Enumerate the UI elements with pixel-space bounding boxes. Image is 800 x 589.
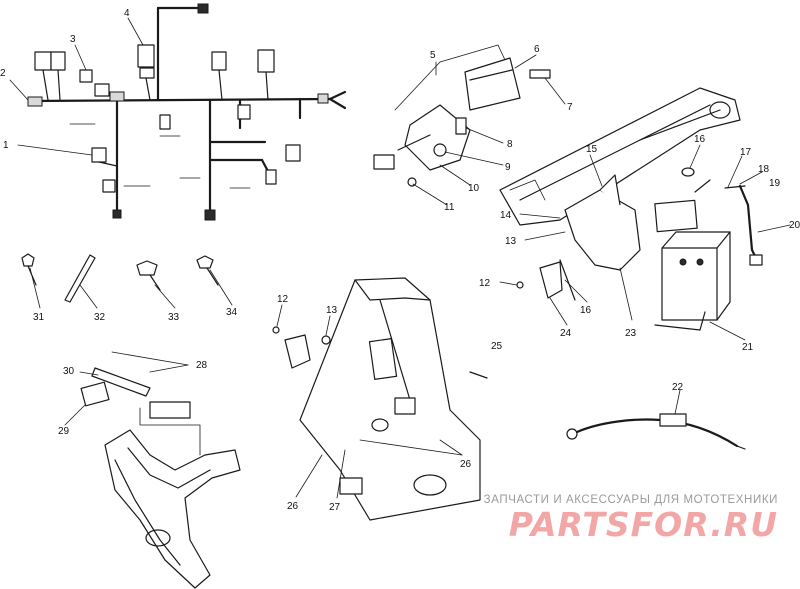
center-mounting-panel (272, 277, 488, 521)
watermark-logo: PARTSFOR.RU (508, 505, 778, 544)
loose-connectors (21, 253, 219, 303)
leader-lines (9, 17, 791, 499)
callout-32: 32 (94, 312, 106, 323)
callout-8: 8 (507, 139, 513, 150)
callout-24: 24 (560, 328, 572, 339)
wiring-harness (27, 3, 347, 221)
callout-28: 28 (196, 360, 208, 371)
lower-left-frame (80, 367, 241, 589)
callout-25: 25 (491, 341, 503, 352)
callout-19: 19 (769, 178, 781, 189)
callout-3: 3 (70, 34, 76, 45)
callout-31: 31 (33, 312, 45, 323)
watermark-caption: ЗАПЧАСТИ И АКСЕССУАРЫ ДЛЯ МОТОТЕХНИКИ (483, 494, 778, 506)
callout-34: 34 (226, 307, 238, 318)
callout-22: 22 (672, 382, 684, 393)
callout-4: 4 (124, 8, 130, 19)
callout-10: 10 (468, 183, 480, 194)
callout-17: 17 (740, 147, 752, 158)
callout-18: 18 (758, 164, 770, 175)
callout-12a: 12 (479, 278, 491, 289)
callout-1: 1 (3, 140, 9, 151)
callout-13a: 13 (505, 236, 517, 247)
callout-16a: 16 (694, 134, 706, 145)
frame-and-battery (499, 87, 763, 331)
callout-16b: 16 (580, 305, 592, 316)
callout-2: 2 (0, 68, 6, 79)
callout-26b: 26 (287, 501, 299, 512)
callout-labels: 1 2 3 4 5 6 7 8 9 10 11 12 13 14 15 16 1… (0, 8, 800, 513)
callout-15: 15 (586, 144, 598, 155)
watermark: ЗАПЧАСТИ И АКСЕССУАРЫ ДЛЯ МОТОТЕХНИКИ PA… (478, 494, 778, 544)
callout-5: 5 (430, 50, 436, 61)
callout-23: 23 (625, 328, 637, 339)
callout-13b: 13 (326, 305, 338, 316)
callout-9: 9 (505, 162, 511, 173)
battery-cable (566, 413, 746, 450)
callout-6: 6 (534, 44, 540, 55)
callout-33: 33 (168, 312, 180, 323)
callout-21: 21 (742, 342, 754, 353)
callout-27: 27 (329, 502, 341, 513)
callout-30: 30 (63, 366, 75, 377)
callout-14: 14 (500, 210, 512, 221)
callout-26a: 26 (460, 459, 472, 470)
callout-20: 20 (789, 220, 800, 231)
callout-29: 29 (58, 426, 70, 437)
tail-light-assembly (373, 44, 551, 187)
callout-7: 7 (567, 102, 573, 113)
callout-12b: 12 (277, 294, 289, 305)
callout-11: 11 (444, 202, 455, 213)
